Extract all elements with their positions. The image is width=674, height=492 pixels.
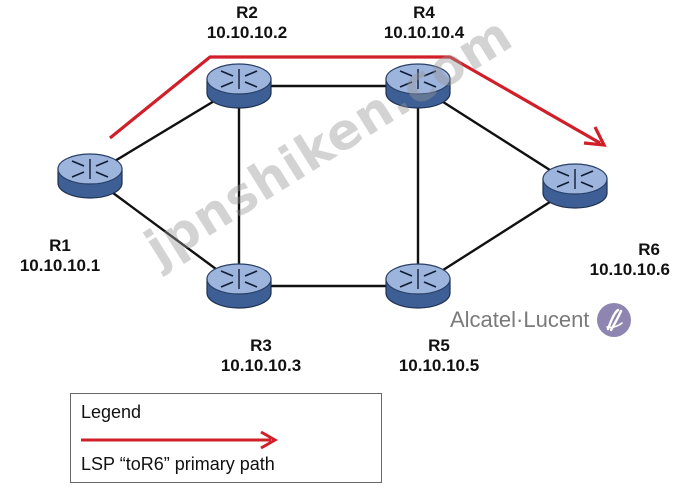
lsp-primary-path — [108, 55, 601, 145]
r3-name: R3 — [250, 336, 272, 355]
r5-router-icon — [385, 263, 451, 309]
r2-label: R2 10.10.10.2 — [187, 3, 307, 43]
r1-name: R1 — [49, 236, 71, 255]
r6-name: R6 — [638, 240, 660, 259]
link-r1-r3 — [89, 175, 240, 287]
r5-ip: 10.10.10.5 — [398, 356, 480, 375]
r2-ip: 10.10.10.2 — [206, 23, 288, 42]
r1-ip: 10.10.10.1 — [19, 256, 101, 275]
r4-ip: 10.10.10.4 — [383, 23, 465, 42]
link-r4-r6 — [417, 84, 576, 188]
r1-router-icon — [57, 153, 123, 199]
legend-entry-label: LSP “toR6” primary path — [81, 454, 275, 474]
r3-label: R3 10.10.10.3 — [201, 336, 321, 376]
r2-name: R2 — [236, 3, 258, 22]
r3-ip: 10.10.10.3 — [220, 356, 302, 375]
r2-router-icon — [206, 63, 272, 109]
r1-label: R1 10.10.10.1 — [0, 236, 120, 276]
brand-text: Alcatel·Lucent — [450, 307, 590, 332]
legend-path-arrow-icon — [81, 430, 279, 450]
vendor-brand: Alcatel·Lucent — [450, 302, 632, 338]
r4-router-icon — [385, 63, 451, 109]
r4-name: R4 — [413, 3, 435, 22]
r6-router-icon — [542, 163, 608, 209]
lsp-primary-path-arrowhead — [583, 126, 607, 147]
r5-label: R5 10.10.10.5 — [379, 336, 499, 376]
r3-router-icon — [206, 263, 272, 309]
alcatel-lucent-logo-icon — [597, 303, 632, 337]
legend-title: Legend — [81, 402, 142, 422]
legend-box: Legend LSP “toR6” primary path — [70, 393, 382, 483]
r6-label: R6 10.10.10.6 — [560, 240, 670, 280]
r4-label: R4 10.10.10.4 — [364, 3, 484, 43]
r5-name: R5 — [428, 336, 450, 355]
r6-ip: 10.10.10.6 — [589, 260, 670, 279]
link-r5-r6 — [417, 184, 576, 288]
